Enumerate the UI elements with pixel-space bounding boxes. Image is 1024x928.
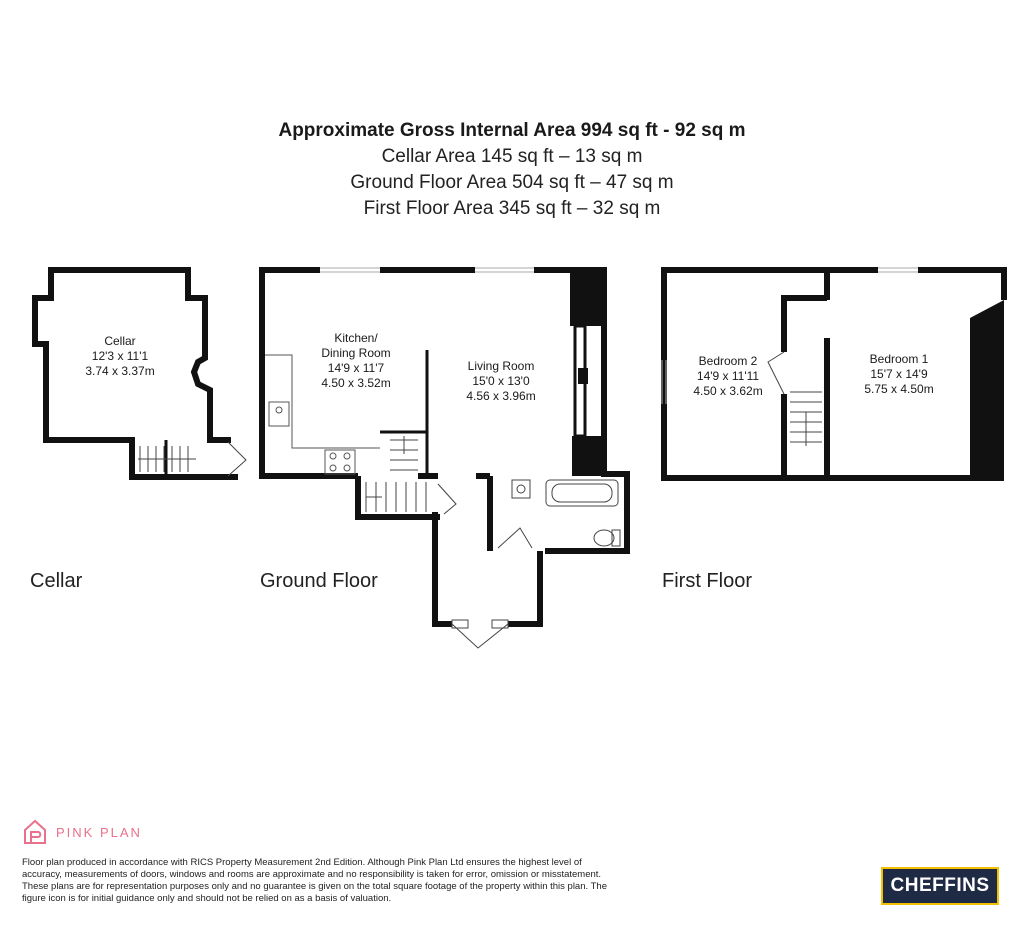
floor-label-first: First Floor — [662, 570, 752, 592]
room-label-living: Living Room 15'0 x 13'0 4.56 x 3.96m — [466, 359, 535, 403]
cellar-stairs — [138, 441, 247, 477]
first-floor-details — [661, 267, 1004, 478]
ground-floor-details — [265, 267, 621, 649]
svg-text:4.50 x 3.52m: 4.50 x 3.52m — [321, 376, 390, 390]
cellar-area-line: Cellar Area 145 sq ft – 13 sq m — [381, 146, 643, 167]
ground-area-line: Ground Floor Area 504 sq ft – 47 sq m — [350, 172, 674, 193]
svg-text:5.75 x 4.50m: 5.75 x 4.50m — [864, 382, 933, 396]
svg-text:Bedroom 1: Bedroom 1 — [870, 352, 929, 366]
cellar-walls — [32, 267, 238, 480]
gross-area-title: Approximate Gross Internal Area 994 sq f… — [278, 120, 746, 141]
svg-text:14'9 x 11'7: 14'9 x 11'7 — [328, 361, 385, 375]
pink-plan-house-icon — [24, 819, 46, 844]
svg-text:4.50 x 3.62m: 4.50 x 3.62m — [693, 384, 762, 398]
first-floor-plan — [661, 267, 1007, 481]
pink-plan-brand: PINK PLAN — [56, 824, 142, 840]
svg-text:Living Room: Living Room — [468, 359, 535, 373]
floor-label-ground: Ground Floor — [260, 570, 378, 592]
svg-text:Kitchen/: Kitchen/ — [334, 331, 378, 345]
cheffins-logo: CHEFFINS — [881, 867, 999, 905]
svg-text:Cellar: Cellar — [104, 334, 135, 348]
svg-text:4.56 x 3.96m: 4.56 x 3.96m — [466, 389, 535, 403]
svg-text:15'7 x 14'9: 15'7 x 14'9 — [870, 367, 928, 381]
room-label-bedroom2: Bedroom 2 14'9 x 11'11 4.50 x 3.62m — [693, 354, 762, 398]
svg-text:15'0 x 13'0: 15'0 x 13'0 — [472, 374, 530, 388]
svg-text:12'3 x 11'1: 12'3 x 11'1 — [92, 349, 149, 363]
area-header: Approximate Gross Internal Area 994 sq f… — [0, 118, 1024, 222]
room-label-kitchen: Kitchen/ Dining Room 14'9 x 11'7 4.50 x … — [321, 331, 390, 390]
svg-text:3.74 x 3.37m: 3.74 x 3.37m — [85, 364, 154, 378]
disclaimer-text: Floor plan produced in accordance with R… — [22, 857, 607, 904]
pink-plan-logo: PINK PLAN — [22, 818, 142, 846]
svg-text:14'9 x 11'11: 14'9 x 11'11 — [697, 369, 760, 383]
room-label-bedroom1: Bedroom 1 15'7 x 14'9 5.75 x 4.50m — [864, 352, 933, 396]
first-area-line: First Floor Area 345 sq ft – 32 sq m — [363, 198, 661, 219]
floor-label-cellar: Cellar — [30, 570, 83, 592]
svg-text:Dining Room: Dining Room — [321, 346, 390, 360]
room-label-cellar: Cellar 12'3 x 11'1 3.74 x 3.37m — [85, 334, 154, 378]
svg-text:Bedroom 2: Bedroom 2 — [699, 354, 758, 368]
